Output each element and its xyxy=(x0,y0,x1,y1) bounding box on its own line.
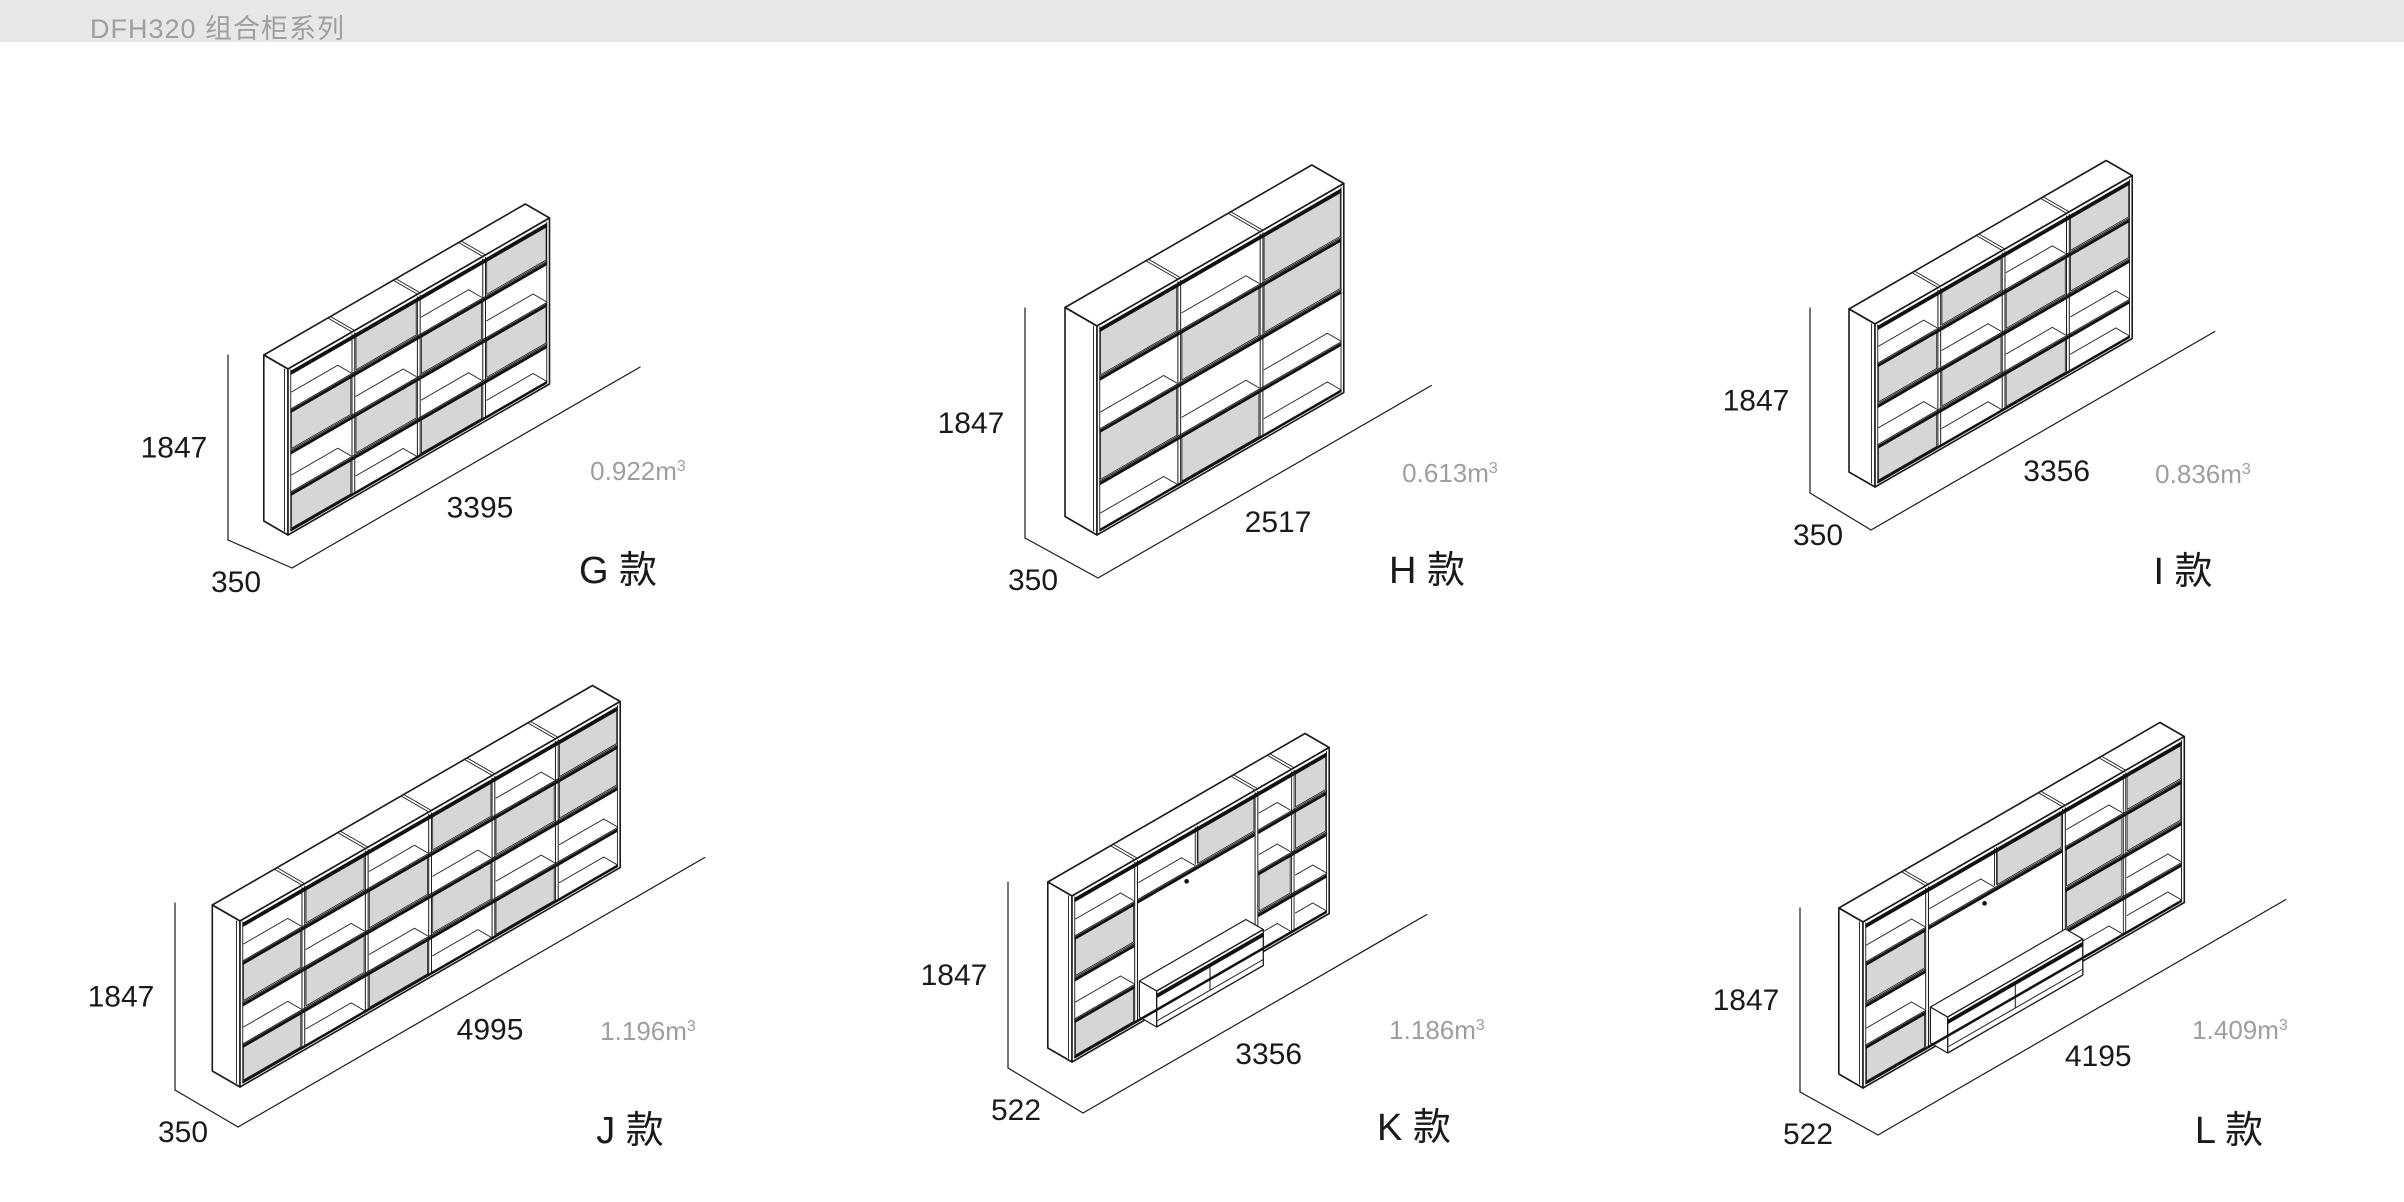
k-height-dim-label: 1847 xyxy=(921,959,988,992)
g-width-dim-label: 3395 xyxy=(447,491,514,524)
k-model-label: K 款 xyxy=(1377,1107,1451,1149)
cabinet-K-dimensions: 1847 522 3356 1.186m3 xyxy=(921,881,1485,1127)
i-model-label: I 款 xyxy=(2153,551,2212,593)
g-height-dim-label: 1847 xyxy=(141,432,208,465)
j-height-dim-label: 1847 xyxy=(88,981,155,1014)
g-volume-exponent: 3 xyxy=(677,458,686,475)
i-height-dim-label: 1847 xyxy=(1723,385,1790,418)
cabinet-J: 1847 350 4995 1.196m3 J 款 xyxy=(88,684,706,1152)
cabinet-K: 1847 522 3356 1.186m3 K 款 xyxy=(921,732,1485,1149)
page-title: DFH320 组合柜系列 xyxy=(90,14,346,44)
cabinet-L: 1847 522 4195 1.409m3 L 款 xyxy=(1713,721,2288,1152)
l-depth-dim-label: 522 xyxy=(1783,1118,1833,1151)
cabinet-J-dimensions: 1847 350 4995 1.196m3 xyxy=(88,856,706,1149)
g-model-label: G 款 xyxy=(579,550,657,592)
k-depth-dim-label: 522 xyxy=(991,1094,1041,1127)
k-volume-label: 1.186m3 xyxy=(1389,1015,1485,1045)
l-width-dim-label: 4195 xyxy=(2065,1040,2132,1073)
i-width-dim-label: 3356 xyxy=(2023,455,2090,488)
g-depth-dim-label: 350 xyxy=(211,566,261,599)
cabinet-I-dimensions: 1847 350 3356 0.836m3 xyxy=(1723,307,2251,552)
h-volume-value: 0.613m xyxy=(1402,458,1489,488)
cabinet-G: 1847 350 3395 0.922m3 G 款 xyxy=(141,203,686,599)
j-depth-dim-label: 350 xyxy=(158,1116,208,1149)
cabinet-G-drawing xyxy=(262,203,551,536)
cabinet-L-dimensions: 1847 522 4195 1.409m3 xyxy=(1713,898,2288,1151)
cabinet-G-dimensions: 1847 350 3395 0.922m3 xyxy=(141,354,686,599)
g-volume-label: 0.922m3 xyxy=(590,456,686,486)
g-volume-value: 0.922m xyxy=(590,456,677,486)
i-depth-dim-label: 350 xyxy=(1793,519,1843,552)
k-width-dim-label: 3356 xyxy=(1235,1038,1302,1071)
k-volume-exponent: 3 xyxy=(1476,1017,1485,1034)
cabinet-H-dimensions: 1847 350 2517 0.613m3 xyxy=(938,307,1498,597)
h-volume-exponent: 3 xyxy=(1489,460,1498,477)
i-volume-value: 0.836m xyxy=(2155,459,2242,489)
header-bar: DFH320 组合柜系列 xyxy=(0,0,2404,44)
j-volume-label: 1.196m3 xyxy=(600,1016,696,1046)
j-width-dim-label: 4995 xyxy=(457,1013,524,1046)
l-height-dim-label: 1847 xyxy=(1713,984,1780,1017)
l-model-label: L 款 xyxy=(2195,1110,2263,1152)
h-volume-label: 0.613m3 xyxy=(1402,458,1498,488)
cabinet-H-drawing xyxy=(1064,164,1345,536)
cabinet-I-drawing xyxy=(1848,159,2133,488)
i-volume-label: 0.836m3 xyxy=(2155,459,2251,489)
cabinet-L-drawing xyxy=(1838,721,2186,1089)
l-volume-value: 1.409m xyxy=(2192,1015,2279,1045)
l-volume-label: 1.409m3 xyxy=(2192,1015,2288,1045)
h-width-dim-label: 2517 xyxy=(1245,506,1312,539)
cabinet-H: 1847 350 2517 0.613m3 H 款 xyxy=(938,164,1498,597)
j-model-label: J 款 xyxy=(596,1110,664,1152)
cabinet-I: 1847 350 3356 0.836m3 I 款 xyxy=(1723,159,2251,593)
cabinet-J-drawing xyxy=(211,684,622,1088)
j-volume-value: 1.196m xyxy=(600,1016,687,1046)
j-volume-exponent: 3 xyxy=(687,1018,696,1035)
k-volume-value: 1.186m xyxy=(1389,1015,1476,1045)
h-depth-dim-label: 350 xyxy=(1008,564,1058,597)
h-height-dim-label: 1847 xyxy=(938,407,1005,440)
l-volume-exponent: 3 xyxy=(2279,1017,2288,1034)
i-volume-exponent: 3 xyxy=(2242,461,2251,478)
cabinet-K-drawing xyxy=(1047,732,1330,1063)
h-model-label: H 款 xyxy=(1389,550,1465,592)
